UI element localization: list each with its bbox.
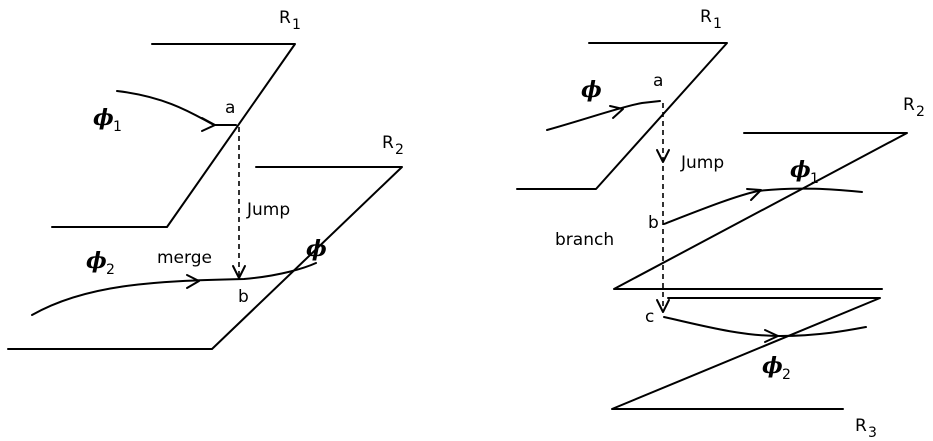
right-label-branch: branch <box>555 230 614 250</box>
right-label-c: c <box>645 307 654 327</box>
right-phi1-arrowhead <box>746 188 762 201</box>
right-label-phi: ϕ <box>581 77 602 103</box>
left-label-r1: R <box>279 8 291 28</box>
left-label-r2: R <box>382 133 394 153</box>
right-label-r3-sub: 3 <box>868 425 877 441</box>
right-plane-r2 <box>613 132 908 290</box>
right-diagram: R 1 R 2 R 3 ϕ ϕ 1 ϕ 2 a b c Jump branch <box>516 7 925 441</box>
right-label-r2: R <box>903 95 915 115</box>
left-phi2-curve <box>31 262 317 316</box>
right-phi2-curve <box>663 316 867 337</box>
left-label-phi1: ϕ <box>93 105 114 131</box>
left-phi2-arrowhead <box>186 274 200 289</box>
left-label-merge: merge <box>157 248 212 268</box>
left-plane-r2 <box>7 166 403 350</box>
right-label-phi1-sub: 1 <box>810 171 819 187</box>
right-label-r1: R <box>700 7 712 27</box>
right-label-jump: Jump <box>680 153 724 173</box>
left-label-a: a <box>225 98 235 118</box>
left-label-phi2-sub: 2 <box>106 262 115 278</box>
left-jump-arrowhead <box>232 265 246 279</box>
right-label-phi2-sub: 2 <box>782 367 791 383</box>
left-label-r1-sub: 1 <box>292 17 301 33</box>
right-phi-arrowhead <box>609 105 624 119</box>
left-label-jump: Jump <box>246 200 290 220</box>
right-phi1-curve <box>663 187 863 225</box>
right-jump-arrowhead-upper <box>656 149 670 163</box>
left-label-r2-sub: 2 <box>395 142 404 158</box>
right-label-r2-sub: 2 <box>916 104 925 120</box>
right-phi2-arrowhead <box>764 329 779 343</box>
left-label-phi1-sub: 1 <box>113 119 122 135</box>
right-label-phi2: ϕ <box>762 353 783 379</box>
left-label-b: b <box>238 287 249 307</box>
right-label-r1-sub: 1 <box>713 16 722 32</box>
right-jump-arrowhead-lower <box>656 299 670 313</box>
left-plane-r1 <box>51 43 296 228</box>
right-label-r3: R <box>855 416 867 436</box>
right-plane-r3 <box>611 297 881 410</box>
left-diagram: R 1 R 2 ϕ 1 ϕ 2 ϕ a b Jump merge <box>7 8 404 350</box>
left-label-phi2: ϕ <box>86 248 107 274</box>
left-phi1-arrowhead <box>201 117 216 132</box>
left-phi1-curve <box>116 90 237 126</box>
right-label-b: b <box>648 213 659 233</box>
right-label-a: a <box>653 71 663 91</box>
right-plane-r1 <box>516 42 728 190</box>
left-label-phi: ϕ <box>306 236 327 262</box>
right-phi-curve <box>546 100 661 131</box>
right-label-phi1: ϕ <box>790 157 811 183</box>
